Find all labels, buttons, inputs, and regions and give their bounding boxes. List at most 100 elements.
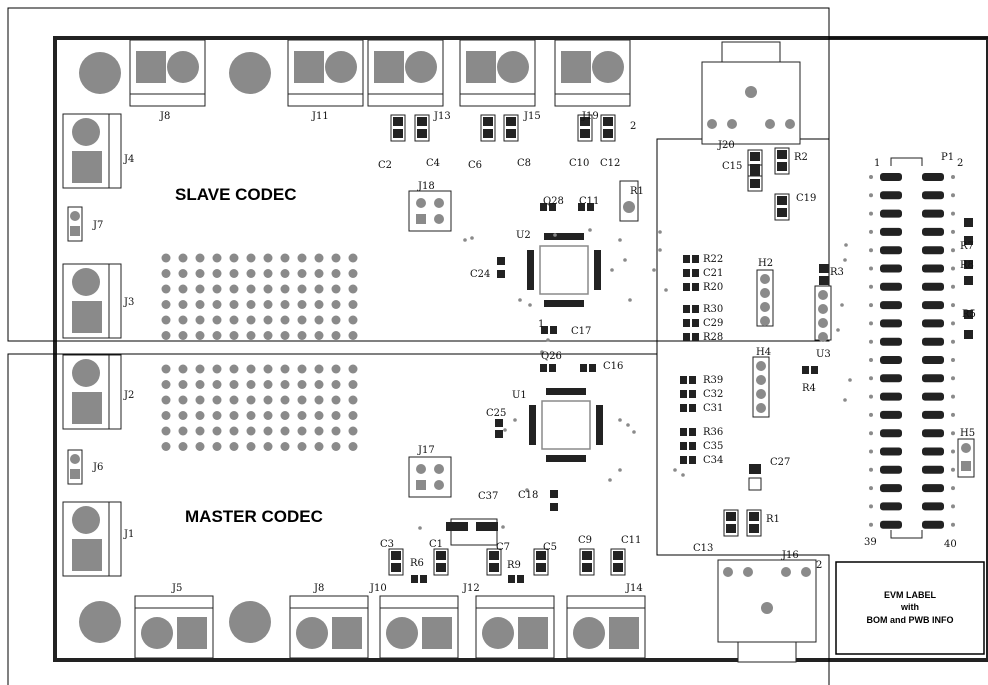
ref-j12: J12: [462, 583, 480, 594]
header-via: [869, 449, 873, 454]
bga-ball: [297, 300, 307, 309]
header-pad: [922, 227, 944, 236]
ref-c34: C34: [703, 455, 723, 466]
evm-label-box: [835, 561, 985, 655]
ref-c29: C29: [703, 318, 723, 329]
ref-j1: J1: [123, 529, 134, 540]
ref-h5: H5: [960, 428, 975, 439]
smd-pad: [819, 276, 829, 285]
bga-ball: [178, 411, 188, 420]
smd-outline: [390, 114, 406, 142]
ref-j16: J16: [781, 550, 799, 561]
header-via: [951, 358, 955, 362]
bga-ball: [263, 411, 273, 420]
terminal-pin-square: [294, 51, 324, 83]
header-pad: [922, 484, 944, 493]
header-via: [951, 266, 955, 271]
bga-ball: [314, 253, 324, 263]
ref-j8-bottom: J8: [313, 583, 324, 594]
ref-c11-bottom: C11: [621, 535, 641, 546]
smd-pad: [613, 551, 623, 560]
bga-ball: [280, 380, 290, 389]
header-pad: [922, 337, 944, 346]
bga-ball: [229, 426, 239, 436]
res-pad: [411, 575, 418, 583]
header-via: [869, 412, 873, 417]
res-pad: [680, 456, 687, 464]
header-pad: [922, 502, 944, 511]
header-pad: [922, 264, 944, 273]
ref-r3: R3: [830, 267, 844, 278]
bga-ball: [263, 395, 273, 405]
header-pin: [434, 198, 444, 208]
ref-h2: H2: [758, 258, 773, 269]
header-pin: [818, 318, 828, 328]
ic-pins-right: [594, 250, 601, 290]
res-pad: [802, 366, 809, 374]
bga-ball: [280, 284, 290, 294]
ref-c18: C18: [518, 490, 538, 501]
bga-ball: [297, 284, 307, 294]
res-pad: [964, 260, 973, 269]
via: [470, 236, 474, 240]
bga-ball: [331, 284, 341, 294]
ic-pins-right: [596, 405, 603, 445]
ref-c7: C7: [496, 542, 510, 553]
res-pad: [692, 283, 699, 291]
bga-ball: [348, 380, 358, 389]
smd-outline: [433, 548, 449, 576]
res-pad: [680, 428, 687, 436]
bga-ball: [161, 269, 171, 278]
via: [673, 468, 677, 472]
mounting-hole: [79, 601, 121, 643]
terminal-pin-round: [72, 506, 100, 534]
header-pad: [880, 264, 902, 273]
smd-outline: [600, 114, 616, 142]
bga-ball: [161, 442, 171, 451]
header-pad: [880, 191, 902, 200]
terminal-pin-round: [405, 51, 437, 83]
ref-c27: C27: [770, 457, 790, 468]
ref-c1: C1: [429, 539, 443, 550]
bga-ball: [246, 284, 256, 294]
mounting-hole: [79, 52, 121, 94]
smd-outline: [579, 548, 595, 576]
ref-c13: C13: [693, 543, 713, 554]
smd-pad: [750, 179, 760, 188]
res-pad: [692, 269, 699, 277]
smd-outline: [388, 548, 404, 576]
res-pad: [689, 376, 696, 384]
bga-ball: [331, 315, 341, 325]
header-pin: [961, 443, 971, 453]
header-via: [869, 211, 873, 216]
bga-ball: [161, 331, 171, 340]
header-via: [951, 486, 955, 491]
bga-ball: [246, 269, 256, 278]
bga-ball: [212, 426, 222, 436]
smd-pad: [417, 117, 427, 126]
terminal-pin-round: [325, 51, 357, 83]
terminal-pin-round: [497, 51, 529, 83]
header-via: [951, 467, 955, 472]
ref-c10: C10: [569, 158, 589, 169]
header-pin: [416, 214, 426, 224]
header-via: [869, 358, 873, 362]
bga-ball: [331, 253, 341, 263]
terminal-pin-round: [72, 118, 100, 146]
bga-ball: [263, 269, 273, 278]
bga-ball: [331, 364, 341, 374]
smd-outline: [610, 548, 626, 576]
ref-c2: C2: [378, 160, 392, 171]
smd-pad: [726, 524, 736, 533]
smd-outline: [414, 114, 430, 142]
smd-pad: [749, 464, 761, 474]
terminal-pin-square: [518, 617, 548, 649]
terminal-tab: [367, 93, 444, 107]
res-pad: [811, 366, 818, 374]
res-pad: [549, 364, 556, 372]
via: [664, 288, 668, 292]
bga-ball: [314, 284, 324, 294]
smd-pad: [436, 563, 446, 572]
bga-ball: [212, 315, 222, 325]
header-pad: [922, 374, 944, 383]
